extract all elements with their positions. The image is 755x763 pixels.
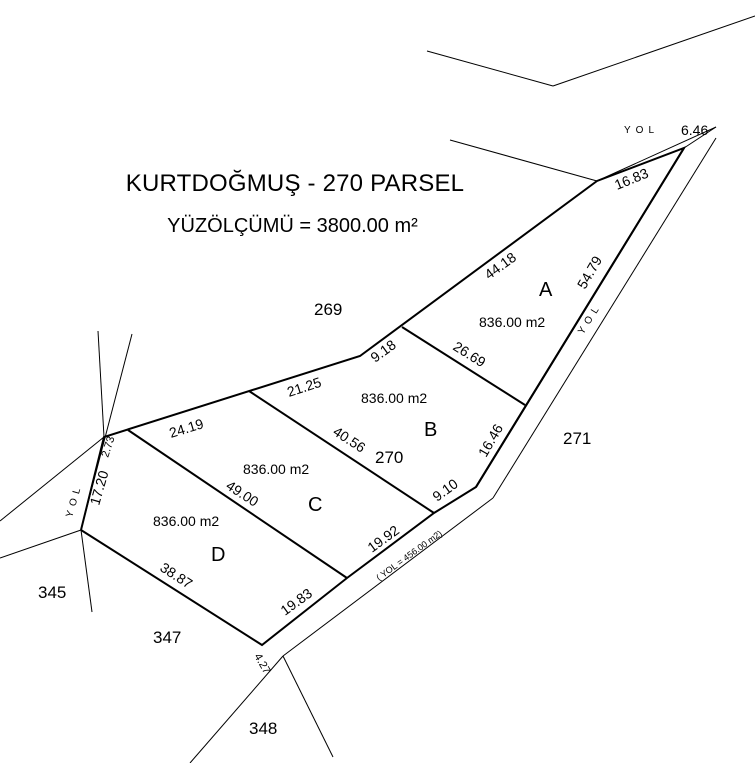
yol-line-top-upper <box>683 126 717 149</box>
road-edge-outer-lower <box>282 497 494 657</box>
lot-letter-d: D <box>211 544 225 566</box>
parcel-number-348: 348 <box>249 719 277 738</box>
dimension-label: 26.69 <box>450 338 488 370</box>
boundary-line-left-road-upper <box>0 529 82 559</box>
boundary-line-left-vertical-1 <box>97 330 105 438</box>
dimension-label: 9.18 <box>367 336 399 365</box>
boundary-line-345-347 <box>80 529 93 613</box>
dimension-label: 40.56 <box>330 423 368 456</box>
dimension-label: 16.46 <box>475 421 506 460</box>
boundary-line-269-upper <box>449 139 598 182</box>
lot-area-d: 836.00 m2 <box>153 513 219 529</box>
road-label-yol: YOL <box>576 301 604 337</box>
boundary-line-top <box>426 50 554 87</box>
plan-title: KURTDOĞMUŞ - 270 PARSEL <box>125 170 465 197</box>
division-line-a-b <box>401 326 526 406</box>
dimension-label: 49.00 <box>223 477 261 510</box>
boundary-line-left-road-lower <box>0 436 105 522</box>
parcel-number-345: 345 <box>38 583 66 602</box>
dimension-label: 6.46 <box>681 122 708 138</box>
parcel-270-outline <box>80 146 687 647</box>
lot-area-a: 836.00 m2 <box>479 314 545 330</box>
parcel-number-347: 347 <box>153 628 181 647</box>
lot-area-c: 836.00 m2 <box>243 461 309 477</box>
boundary-line-347-348 <box>282 655 334 758</box>
dimension-label: 38.87 <box>157 559 195 592</box>
parcel-number-271: 271 <box>563 429 591 448</box>
boundary-line-348 <box>189 655 284 763</box>
boundary-line-top-right <box>552 15 755 87</box>
division-line-c-d <box>127 429 348 579</box>
dimension-label: 24.19 <box>167 415 205 441</box>
road-label-yol: YOL <box>64 482 84 519</box>
dimension-label: 44.18 <box>481 249 519 283</box>
division-line-b-c <box>248 390 435 514</box>
dimension-label: 17.20 <box>87 469 112 507</box>
context-lines <box>0 15 755 763</box>
parcel-number-270: 270 <box>375 448 403 467</box>
road-edge-inner <box>475 147 685 488</box>
lot-letter-a: A <box>539 279 553 301</box>
yol-line-top <box>596 126 717 182</box>
lot-letter-b: B <box>424 419 437 441</box>
parcel-number-269: 269 <box>314 300 342 319</box>
plan-area-subtitle: YÜZÖLÇÜMÜ = 3800.00 m² <box>167 215 418 237</box>
dimension-label: 19.83 <box>277 585 315 619</box>
lot-letter-c: C <box>308 494 322 516</box>
lot-area-b: 836.00 m2 <box>361 390 427 406</box>
road-edge-outer <box>492 137 717 499</box>
road-label-yol: YOL <box>624 125 659 136</box>
